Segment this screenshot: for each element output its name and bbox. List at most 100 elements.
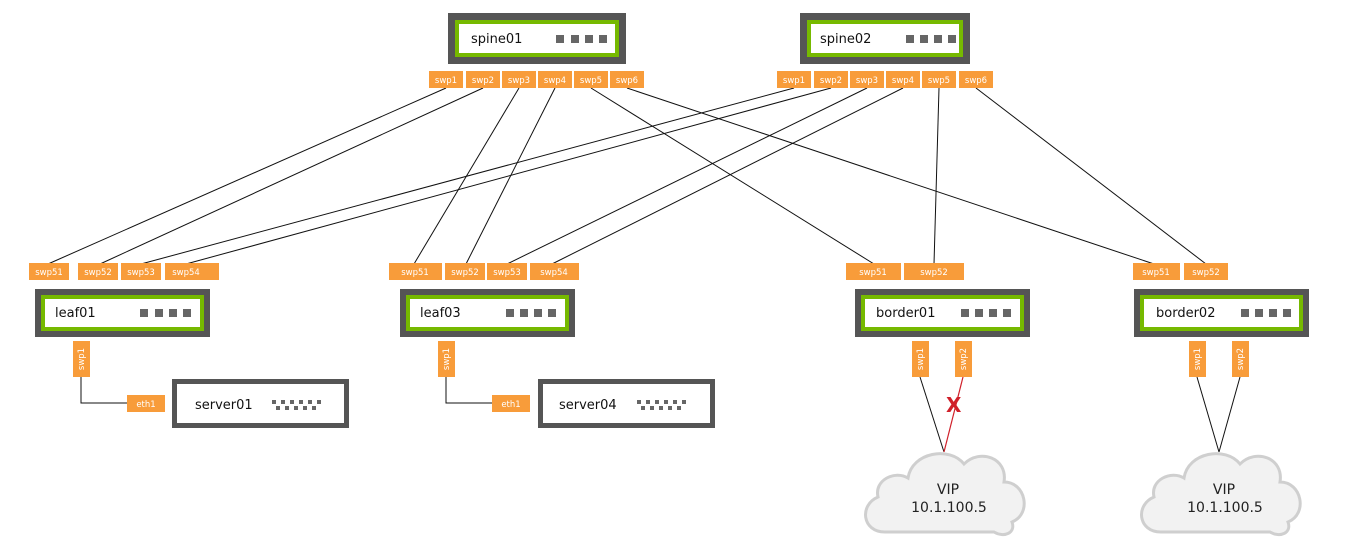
svg-text:swp1: swp1: [435, 76, 457, 86]
svg-text:swp2: swp2: [820, 76, 842, 86]
svg-text:eth1: eth1: [136, 400, 155, 410]
switch-label: leaf01: [55, 306, 96, 321]
switch-label: border02: [1156, 306, 1215, 321]
leaf03-uplink-ports: swp51 swp52 swp53 swp54: [389, 263, 579, 280]
port-spine02-swp1[interactable]: swp1: [777, 71, 811, 88]
switch-label: border01: [876, 306, 935, 321]
switch-border02[interactable]: border02: [1134, 289, 1309, 337]
link-failure-marker: X: [946, 393, 962, 417]
switch-leaf01[interactable]: leaf01: [35, 289, 210, 337]
svg-text:swp51: swp51: [401, 268, 429, 278]
spine01-ports: swp1 swp2 swp3 swp4 swp5 swp6: [429, 71, 644, 88]
svg-text:swp1: swp1: [1193, 348, 1203, 370]
svg-text:swp3: swp3: [856, 76, 878, 86]
port-leaf03-swp54[interactable]: swp54: [530, 263, 579, 280]
svg-text:swp1: swp1: [916, 348, 926, 370]
svg-text:swp54: swp54: [172, 268, 200, 278]
port-leaf01-swp54[interactable]: swp54: [165, 263, 219, 280]
status-lights-icon: [961, 309, 1011, 317]
port-spine01-swp1[interactable]: swp1: [429, 71, 463, 88]
svg-text:swp2: swp2: [472, 76, 494, 86]
svg-text:swp51: swp51: [35, 268, 63, 278]
port-spine02-swp4[interactable]: swp4: [886, 71, 920, 88]
port-spine02-swp2[interactable]: swp2: [814, 71, 848, 88]
port-leaf03-swp51[interactable]: swp51: [389, 263, 442, 280]
svg-text:swp53: swp53: [127, 268, 155, 278]
link-border02-swp1-vip2: [1196, 376, 1220, 453]
link-spine02-swp6-border02-swp52: [975, 87, 1207, 265]
switch-spine01[interactable]: spine01: [448, 13, 626, 64]
switch-label: leaf03: [420, 306, 461, 321]
svg-text:swp4: swp4: [544, 76, 566, 86]
port-leaf01-swp53[interactable]: swp53: [121, 263, 161, 280]
port-leaf03-swp1[interactable]: swp1: [438, 341, 455, 377]
svg-text:swp5: swp5: [580, 76, 602, 86]
port-border02-swp2[interactable]: swp2: [1232, 341, 1249, 377]
port-border02-swp52[interactable]: swp52: [1184, 263, 1228, 280]
port-border01-swp2[interactable]: swp2: [955, 341, 972, 377]
port-border01-swp51[interactable]: swp51: [846, 263, 901, 280]
port-leaf01-swp1[interactable]: swp1: [73, 341, 90, 377]
status-lights-icon: [556, 35, 607, 43]
server-face: [177, 384, 344, 423]
link-spine02-swp4-leaf03-swp54: [551, 87, 904, 265]
spine02-ports: swp1 swp2 swp3 swp4 swp5 swp6: [777, 71, 993, 88]
port-server04-eth1[interactable]: eth1: [492, 395, 530, 412]
server-server04[interactable]: server04: [538, 379, 715, 428]
leaf01-uplink-ports: swp51 swp52 swp53 swp54: [29, 263, 219, 280]
border02-uplink-ports: swp51 swp52: [1133, 263, 1228, 280]
port-spine02-swp5[interactable]: swp5: [922, 71, 956, 88]
port-spine01-swp4[interactable]: swp4: [538, 71, 572, 88]
server-server01[interactable]: server01: [172, 379, 349, 428]
port-spine01-swp6[interactable]: swp6: [610, 71, 644, 88]
link-spine02-swp3-leaf03-swp53: [506, 87, 868, 265]
status-lights-icon: [906, 35, 956, 43]
port-spine02-swp6[interactable]: swp6: [959, 71, 993, 88]
vip-cloud-2: VIP 10.1.100.5: [1140, 452, 1302, 537]
link-spine01-swp6-border02-swp51: [626, 87, 1155, 265]
port-border02-swp1[interactable]: swp1: [1189, 341, 1206, 377]
vip-address: 10.1.100.5: [1187, 500, 1263, 516]
svg-text:eth1: eth1: [501, 400, 520, 410]
port-leaf01-swp51[interactable]: swp51: [29, 263, 69, 280]
vip-cloud-1: VIP 10.1.100.5: [864, 452, 1026, 537]
link-leaf03-swp1-server04-eth1: [445, 377, 493, 404]
port-leaf01-swp52[interactable]: swp52: [78, 263, 118, 280]
port-spine01-swp5[interactable]: swp5: [574, 71, 608, 88]
vip-address: 10.1.100.5: [911, 500, 987, 516]
svg-text:swp52: swp52: [84, 268, 112, 278]
port-leaf03-swp52[interactable]: swp52: [445, 263, 485, 280]
svg-text:swp51: swp51: [859, 268, 887, 278]
port-spine02-swp3[interactable]: swp3: [850, 71, 884, 88]
svg-text:swp2: swp2: [1236, 348, 1246, 370]
port-spine01-swp2[interactable]: swp2: [466, 71, 500, 88]
link-spine02-swp1-leaf01-swp53: [140, 87, 795, 265]
link-border01-swp1-vip1: [919, 376, 945, 453]
svg-text:swp52: swp52: [451, 268, 479, 278]
switch-border01[interactable]: border01: [855, 289, 1030, 337]
cloud-icon: [864, 452, 1026, 537]
link-border01-swp2-vip1-failed: [943, 376, 964, 453]
port-spine01-swp3[interactable]: swp3: [502, 71, 536, 88]
switch-leaf03[interactable]: leaf03: [400, 289, 575, 337]
svg-text:swp51: swp51: [1142, 268, 1170, 278]
svg-text:swp54: swp54: [540, 268, 568, 278]
svg-text:swp53: swp53: [493, 268, 521, 278]
link-spine01-swp5-border01-swp51: [590, 87, 875, 265]
port-border02-swp51[interactable]: swp51: [1133, 263, 1180, 280]
svg-text:swp3: swp3: [508, 76, 530, 86]
svg-text:swp4: swp4: [892, 76, 914, 86]
server-label: server01: [195, 398, 253, 413]
status-lights-icon: [506, 309, 556, 317]
status-lights-icon: [1241, 309, 1291, 317]
switch-spine02[interactable]: spine02: [800, 13, 970, 64]
switch-label: spine02: [820, 32, 871, 47]
port-leaf03-swp53[interactable]: swp53: [487, 263, 527, 280]
link-leaf01-swp1-server01-eth1: [80, 377, 128, 404]
svg-text:swp2: swp2: [959, 348, 969, 370]
port-border01-swp1[interactable]: swp1: [912, 341, 929, 377]
svg-text:swp1: swp1: [442, 348, 452, 370]
svg-text:swp6: swp6: [965, 76, 987, 86]
port-server01-eth1[interactable]: eth1: [127, 395, 165, 412]
port-border01-swp52[interactable]: swp52: [904, 263, 964, 280]
